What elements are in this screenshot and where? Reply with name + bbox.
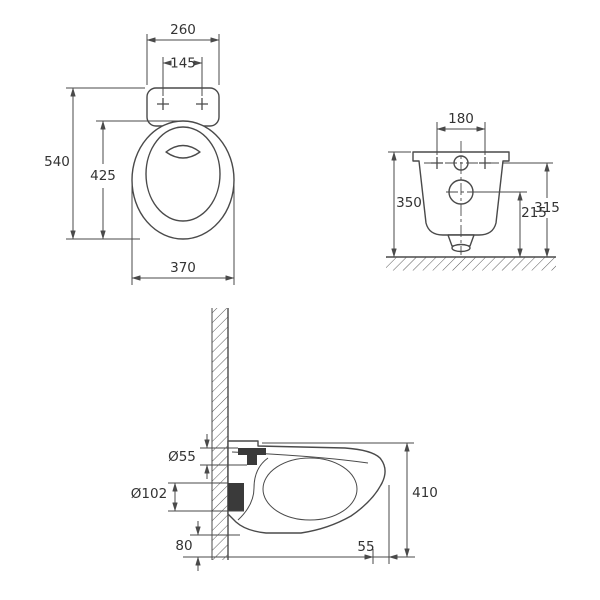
hinge-hole-cross-left <box>157 98 169 110</box>
bowl-inner-line <box>262 457 358 521</box>
dim-label-145: 145 <box>170 56 196 72</box>
dim-outlet-extension-lines <box>168 482 244 512</box>
wall-hatch <box>212 308 228 560</box>
dim-label-370: 370 <box>170 260 196 276</box>
dim-label-80: 80 <box>175 538 192 554</box>
dim-label-350: 350 <box>396 195 422 211</box>
dim-label-180: 180 <box>448 111 474 127</box>
dim-label-inlet-diameter: Ø55 <box>168 449 196 465</box>
trap-line <box>237 457 269 521</box>
outlet-pipe-black <box>228 483 244 511</box>
dim-label-540: 540 <box>44 154 70 170</box>
bowl-outline <box>145 126 221 222</box>
flush-outlet-shape <box>165 144 201 159</box>
dim-370-extension-lines <box>131 184 235 285</box>
plan-view: 260 145 540 425 370 <box>44 22 235 285</box>
dim-label-410: 410 <box>412 485 438 501</box>
bolt-cross-left <box>431 157 443 169</box>
dim-540-extension-lines <box>66 87 145 240</box>
rear-view: 180 350 215 315 <box>386 111 560 271</box>
inlet-pipe-black <box>238 448 266 465</box>
outlet-circle <box>448 179 474 205</box>
inlet-circle <box>453 155 469 171</box>
dim-label-425: 425 <box>90 168 116 184</box>
bolt-cross-right <box>479 157 491 169</box>
dim-label-55: 55 <box>357 539 374 555</box>
toilet-profile <box>227 440 386 534</box>
dim-label-215: 215 <box>521 205 547 221</box>
dim-label-outlet-diameter: Ø102 <box>131 486 167 502</box>
ground-hatch <box>386 257 556 271</box>
dim-55-extension-lines <box>372 485 390 564</box>
dim-label-260: 260 <box>170 22 196 38</box>
hinge-hole-cross-right <box>196 98 208 110</box>
side-view: Ø55 Ø102 80 410 55 <box>131 308 438 571</box>
dim-label-315: 315 <box>534 200 560 216</box>
